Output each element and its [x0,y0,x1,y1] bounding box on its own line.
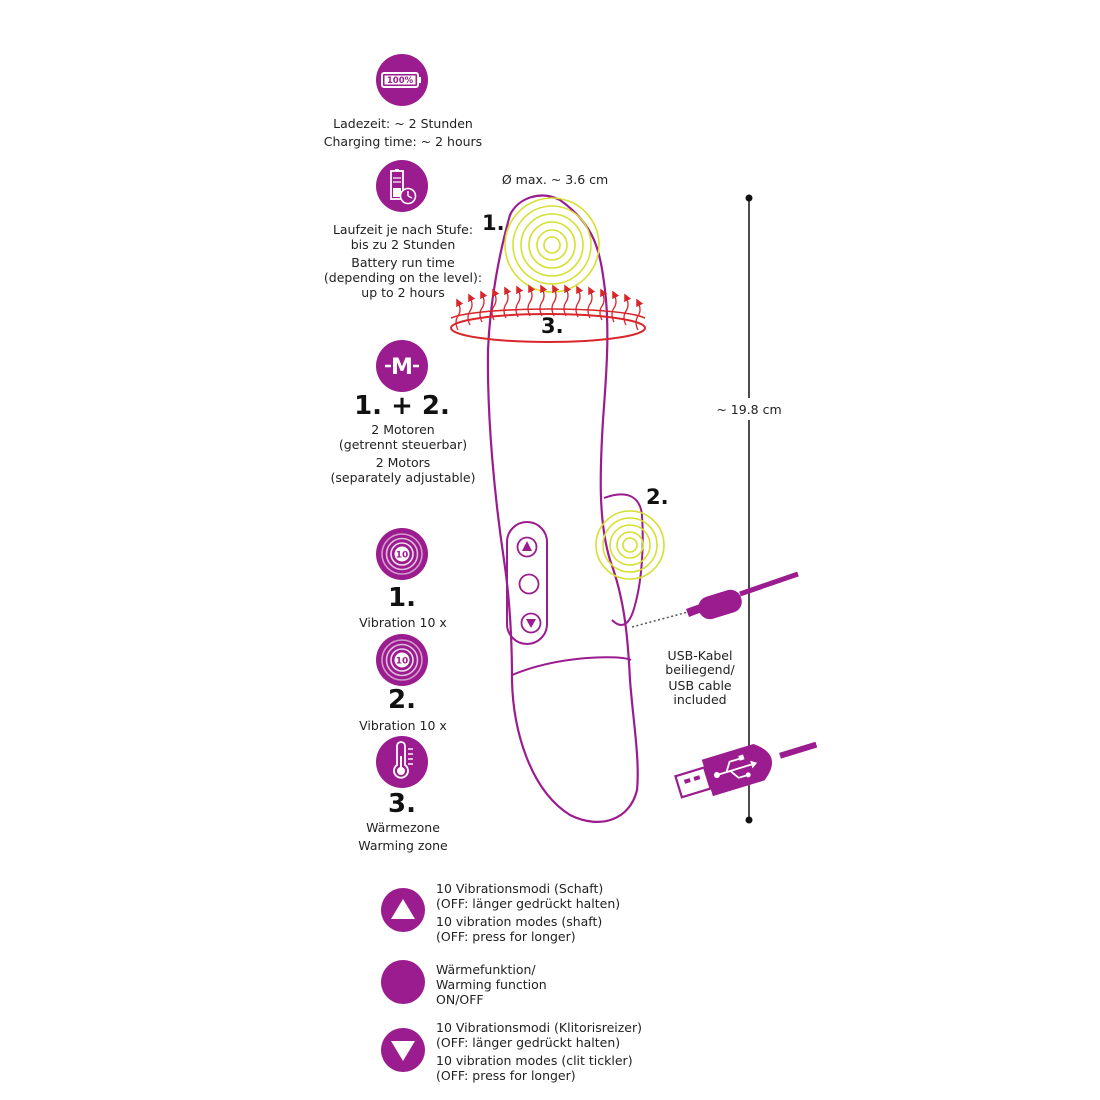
warming-zone-ring [450,308,646,343]
legend-down-text: 10 Vibrationsmodi (Klitorisreizer) (OFF:… [436,1020,696,1083]
motor-icon-letter: M [391,355,413,380]
motors-de1: 2 Motoren [371,422,435,437]
legend-up-l2: (OFF: länger gedrückt halten) [436,896,621,911]
runtime-de2: bis zu 2 Stunden [350,237,456,252]
motors-en1: 2 Motors [375,455,431,470]
charge-port-dots [631,611,689,628]
motors-de2: (getrennt steuerbar) [338,437,468,452]
charging-time-en: Charging time: ~ 2 hours [323,134,483,149]
motor-icon: M [376,340,428,392]
legend-circle-l1: Wärmefunktion/ [436,962,536,977]
legend-up-l3: 10 vibration modes (shaft) [436,914,603,929]
charge-plug [686,571,799,620]
triangle-down-icon-svg [391,1041,415,1061]
legend-circle-text: Wärmefunktion/ Warming function ON/OFF [436,962,696,1007]
control-panel [506,521,548,645]
charging-time-de: Ladezeit: ~ 2 Stunden [333,116,473,131]
vibration-2-label: Vibration 10 x [359,718,447,733]
legend-circle-l2: Warming function [436,977,547,992]
vibrator-body-outline [486,194,639,823]
legend-up-text: 10 Vibrationsmodi (Schaft) (OFF: länger … [436,881,696,944]
vibration-1-icon: 10 [376,528,428,580]
legend-down-l3: 10 vibration modes (clit tickler) [436,1053,633,1068]
vibration-1-icon-text: 10 [396,551,409,561]
motors-en2: (separately adjustable) [330,470,476,485]
warming-en: Warming zone [358,838,448,853]
runtime-en2: (depending on the level): [323,270,483,285]
vibration-2-icon: 10 [376,634,428,686]
diameter-label: Ø max. ~ 3.6 cm [502,172,608,187]
legend-down-l2: (OFF: länger gedrückt halten) [436,1035,621,1050]
usb-label-de1: USB-Kabel [668,648,733,663]
charging-time-text: Ladezeit: ~ 2 Stunden Charging time: ~ 2… [300,116,506,149]
heat-arrows [455,284,644,331]
battery-runtime-icon-svg [390,169,417,205]
warming-text: Wärmezone Warming zone [300,820,506,853]
legend-down-l1: 10 Vibrationsmodi (Klitorisreizer) [436,1020,643,1035]
vibration-1-number: 1. [388,583,416,613]
usb-plug-icon [674,741,818,799]
legend-up-l1: 10 Vibrationsmodi (Schaft) [436,881,604,896]
legend-down-l4: (OFF: press for longer) [436,1068,576,1083]
battery-runtime-icon [376,160,428,212]
battery-full-icon: 100% [376,54,428,106]
motor-icon-svg: M [385,355,419,380]
panel-up-button [516,536,538,558]
handle-seam [511,656,632,676]
battery-full-icon-svg: 100% [381,72,421,88]
circle-icon [381,960,425,1004]
vibration-1-label: Vibration 10 x [359,615,447,630]
runtime-text: Laufzeit je nach Stufe: bis zu 2 Stunden… [300,222,506,300]
vibration-1-icon-svg: 10 [381,533,423,575]
motors-text: 2 Motoren (getrennt steuerbar) 2 Motors … [300,422,506,485]
panel-down-button [520,612,542,634]
thermometer-icon-svg [393,741,413,779]
runtime-en1: Battery run time [351,255,455,270]
thermometer-icon [376,736,428,788]
usb-label-en2: included [673,692,726,707]
triangle-down-icon [381,1028,425,1072]
battery-percent-text: 100% [387,76,414,86]
warming-de: Wärmezone [366,820,440,835]
vibration-2-icon-text: 10 [396,657,409,667]
warming-number: 3. [388,789,416,819]
vibration-zone-2 [595,510,665,580]
runtime-de1: Laufzeit je nach Stufe: [332,222,474,237]
length-label: ~ 19.8 cm [716,402,781,417]
zone-1-number: 1. [482,211,505,235]
usb-label-en1: USB cable [668,678,732,693]
zone-2-number: 2. [646,485,669,509]
triangle-up-icon [381,888,425,932]
vibration-2-number: 2. [388,685,416,715]
legend-up-l4: (OFF: press for longer) [436,929,576,944]
zone-3-number: 3. [541,314,564,338]
triangle-up-icon-svg [391,899,415,919]
runtime-en3: up to 2 hours [361,285,445,300]
panel-middle-button [518,573,540,595]
usb-label-de2: beiliegend/ [665,662,735,677]
legend-circle-l3: ON/OFF [436,992,484,1007]
vibration-2-icon-svg: 10 [381,639,423,681]
motors-title: 1. + 2. [354,391,450,421]
vibration-zone-1 [504,197,600,293]
